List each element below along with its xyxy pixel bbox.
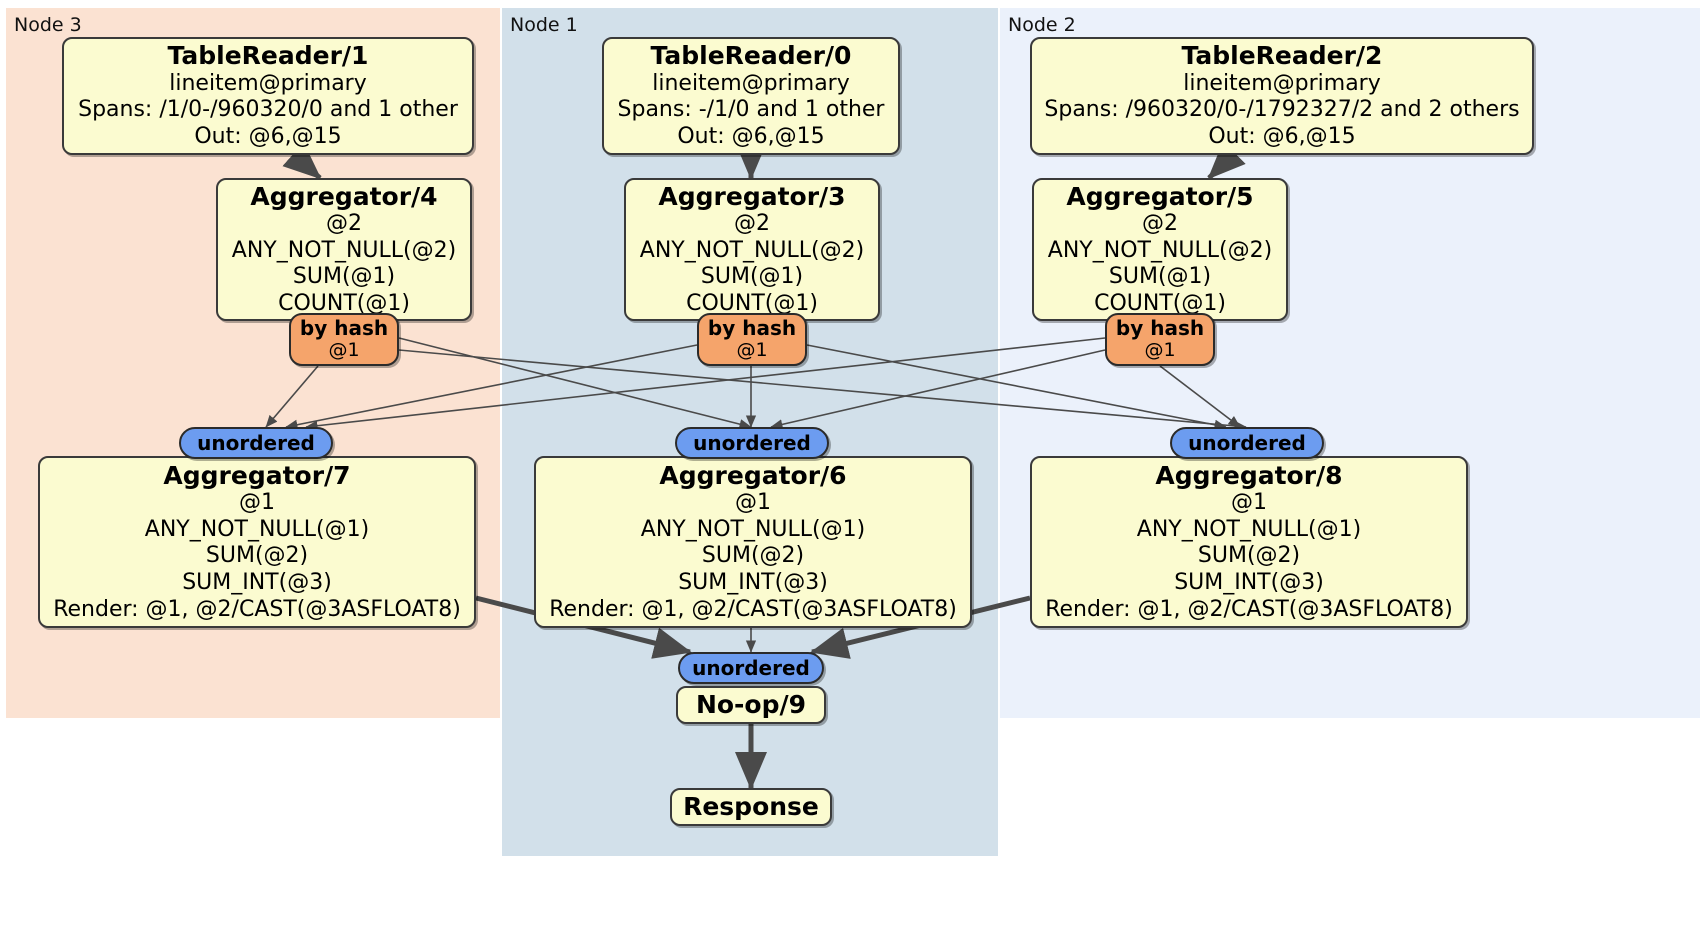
processor-title: Aggregator/8 xyxy=(1155,460,1343,490)
processor-detail-line: ANY_NOT_NULL(@1) xyxy=(144,516,370,542)
stream-pill-label: by hash xyxy=(1115,316,1205,341)
processor-detail-line: Out: @6,@15 xyxy=(1208,124,1356,150)
processor-title: No-op/9 xyxy=(695,690,807,720)
processor-detail-line: Render: @1, @2/CAST(@3ASFLOAT8) xyxy=(549,596,957,622)
stream-pill-label: unordered xyxy=(693,430,811,455)
processor-detail-line: SUM_INT(@3) xyxy=(678,570,828,596)
stream-pill-sublabel: @1 xyxy=(1144,339,1176,362)
node-region-label-node3: Node 3 xyxy=(14,14,82,36)
processor-title: TableReader/1 xyxy=(167,41,369,71)
stream-pill-sublabel: @1 xyxy=(328,339,360,362)
processor-title: TableReader/0 xyxy=(650,41,852,71)
processor-detail-line: @1 xyxy=(239,490,275,516)
processor-detail-line: COUNT(@1) xyxy=(278,290,410,316)
processor-detail-line: SUM(@2) xyxy=(1197,543,1301,569)
stream-pill-by-hash-node3[interactable]: by hash@1 xyxy=(289,313,399,366)
processor-detail-line: COUNT(@1) xyxy=(686,290,818,316)
processor-detail-line: Spans: /1/0-/960320/0 and 1 other xyxy=(78,97,458,123)
processor-detail-line: ANY_NOT_NULL(@1) xyxy=(1136,516,1362,542)
node-region-label-node1: Node 1 xyxy=(510,14,578,36)
processor-detail-line: @1 xyxy=(735,490,771,516)
processor-detail-line: SUM(@2) xyxy=(205,543,309,569)
processor-detail-line: @2 xyxy=(326,211,362,237)
processor-title: Aggregator/6 xyxy=(659,460,847,490)
processor-detail-line: lineitem@primary xyxy=(652,70,850,96)
stream-pill-by-hash-node1[interactable]: by hash@1 xyxy=(697,313,807,366)
processor-title: TableReader/2 xyxy=(1181,41,1383,71)
processor-title: Aggregator/5 xyxy=(1066,181,1254,211)
stream-pill-label: unordered xyxy=(692,655,810,680)
processor-detail-line: COUNT(@1) xyxy=(1094,290,1226,316)
processor-detail-line: Render: @1, @2/CAST(@3ASFLOAT8) xyxy=(1045,596,1453,622)
stream-pill-label: unordered xyxy=(197,430,315,455)
processor-box-no-op-9[interactable]: No-op/9 xyxy=(676,686,826,724)
stream-pill-label: by hash xyxy=(707,316,797,341)
processor-title: Aggregator/4 xyxy=(250,181,438,211)
node-region-label-node2: Node 2 xyxy=(1008,14,1076,36)
processor-detail-line: ANY_NOT_NULL(@2) xyxy=(639,237,865,263)
stream-pill-unordered-final[interactable]: unordered xyxy=(678,652,824,684)
stream-pill-sublabel: @1 xyxy=(736,339,768,362)
processor-detail-line: Spans: /960320/0-/1792327/2 and 2 others xyxy=(1044,97,1520,123)
processor-title: Aggregator/3 xyxy=(658,181,846,211)
processor-detail-line: Render: @1, @2/CAST(@3ASFLOAT8) xyxy=(53,596,461,622)
stream-pill-unordered-node1[interactable]: unordered xyxy=(675,427,829,459)
processor-title: Aggregator/7 xyxy=(163,460,351,490)
stream-pill-label: unordered xyxy=(1188,430,1306,455)
processor-box-response[interactable]: Response xyxy=(670,788,832,826)
processor-detail-line: lineitem@primary xyxy=(169,70,367,96)
processor-title: Response xyxy=(683,792,819,822)
processor-detail-line: @1 xyxy=(1231,490,1267,516)
processor-detail-line: @2 xyxy=(734,211,770,237)
processor-detail-line: ANY_NOT_NULL(@2) xyxy=(1047,237,1273,263)
processor-detail-line: Spans: -/1/0 and 1 other xyxy=(617,97,885,123)
processor-detail-line: lineitem@primary xyxy=(1183,70,1381,96)
processor-detail-line: SUM(@1) xyxy=(700,264,804,290)
processor-detail-line: SUM(@1) xyxy=(1108,264,1212,290)
processor-detail-line: SUM(@2) xyxy=(701,543,805,569)
stream-pill-unordered-node2[interactable]: unordered xyxy=(1170,427,1324,459)
processor-detail-line: SUM(@1) xyxy=(292,264,396,290)
processor-detail-line: Out: @6,@15 xyxy=(194,124,342,150)
processor-detail-line: ANY_NOT_NULL(@1) xyxy=(640,516,866,542)
processor-detail-line: SUM_INT(@3) xyxy=(1174,570,1324,596)
stream-pill-label: by hash xyxy=(299,316,389,341)
processor-detail-line: SUM_INT(@3) xyxy=(182,570,332,596)
processor-detail-line: @2 xyxy=(1142,211,1178,237)
processor-detail-line: ANY_NOT_NULL(@2) xyxy=(231,237,457,263)
stream-pill-by-hash-node2[interactable]: by hash@1 xyxy=(1105,313,1215,366)
processor-detail-line: Out: @6,@15 xyxy=(677,124,825,150)
stream-pill-unordered-node3[interactable]: unordered xyxy=(179,427,333,459)
